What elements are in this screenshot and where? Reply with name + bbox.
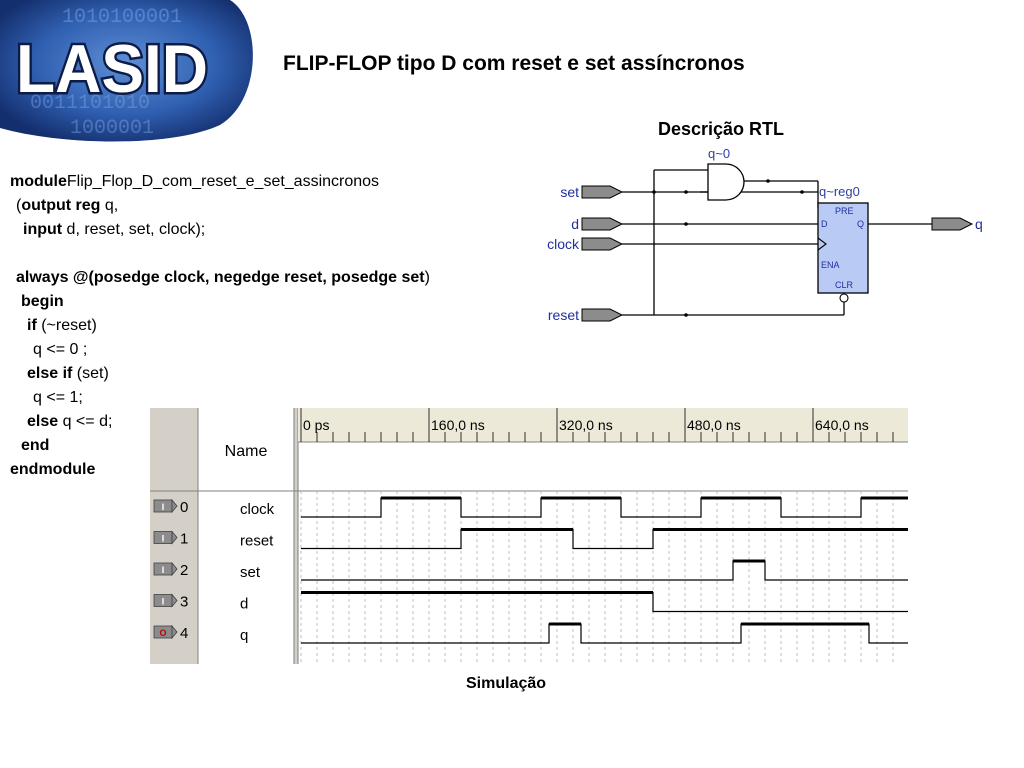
output-pin-q <box>931 217 974 231</box>
input-pin-set <box>581 185 624 199</box>
signal-name: set <box>240 564 261 581</box>
pin-clr: CLR <box>835 280 854 290</box>
input-label-clock: clock <box>547 236 580 252</box>
code-line: input d, reset, set, clock); <box>23 221 206 238</box>
code-line: begin <box>21 293 64 310</box>
svg-text:O: O <box>159 628 166 638</box>
svg-text:I: I <box>162 597 165 607</box>
time-label: 0 ps <box>303 417 329 433</box>
time-label: 480,0 ns <box>687 417 741 433</box>
signal-name: clock <box>240 501 275 518</box>
code-line: moduleFlip_Flop_D_com_reset_e_set_assinc… <box>10 173 380 190</box>
svg-text:I: I <box>162 502 165 512</box>
rtl-schematic: q~0 q~reg0 PRE D Q ENA CLR set d clock r… <box>547 146 983 323</box>
waveform-q <box>301 623 908 644</box>
svg-text:0011101010: 0011101010 <box>30 92 150 115</box>
output-pin-icon: O <box>153 624 178 640</box>
simulation-caption: Simulação <box>466 675 547 692</box>
time-label: 320,0 ns <box>559 417 613 433</box>
signal-row-q: O 4 q <box>153 622 908 644</box>
input-pin-reset <box>581 308 624 322</box>
waveform-reset <box>301 528 908 550</box>
lasid-logo: 1010100001 0011101010 1000001 LASID <box>0 0 262 142</box>
signal-name: d <box>240 596 248 613</box>
name-header: Name <box>225 443 268 460</box>
input-pin-icon: I <box>153 498 178 514</box>
signal-index: 2 <box>180 562 188 579</box>
page-title: FLIP-FLOP tipo D com reset e set assíncr… <box>283 52 745 75</box>
signal-index: 3 <box>180 594 188 611</box>
register-label: q~reg0 <box>819 184 860 199</box>
rtl-caption: Descrição RTL <box>658 119 785 139</box>
signal-row-set: I 2 set <box>153 559 908 581</box>
pin-d: D <box>821 219 828 229</box>
signal-index: 0 <box>180 499 188 516</box>
and-gate <box>707 163 745 201</box>
input-pin-d <box>581 217 624 231</box>
input-label-reset: reset <box>548 307 579 323</box>
input-label-d: d <box>571 216 579 232</box>
pin-pre: PRE <box>835 206 854 216</box>
svg-text:I: I <box>162 565 165 575</box>
signal-row-reset: I 1 reset <box>153 528 908 550</box>
svg-text:1000001: 1000001 <box>70 117 154 140</box>
signal-name: reset <box>240 533 274 550</box>
pin-q: Q <box>857 219 864 229</box>
code-line: else if (set) <box>27 365 109 382</box>
simulation-waveform: Name 0 ps 160,0 ns 320,0 ns 480,0 ns 640,0 n… <box>150 408 908 664</box>
and-gate-label: q~0 <box>708 146 730 161</box>
output-label-q: q <box>975 216 983 232</box>
register-block <box>817 202 869 294</box>
pin-ena: ENA <box>821 260 840 270</box>
code-line: if (~reset) <box>27 317 97 334</box>
code-line: always @(posedge clock, negedge reset, p… <box>16 269 430 286</box>
signal-row-d: I 3 d <box>153 591 908 613</box>
signal-index: 1 <box>180 531 188 548</box>
signal-row-clock: I 0 clock <box>153 496 908 518</box>
signal-name: q <box>240 627 248 644</box>
code-line: q <= 1; <box>33 389 83 406</box>
logo-text: LASID <box>16 31 208 107</box>
input-label-set: set <box>560 184 579 200</box>
code-line: else q <= d; <box>27 413 113 430</box>
code-line: (output reg q, <box>16 197 119 214</box>
code-line: end <box>21 437 50 454</box>
code-line: q <= 0 ; <box>33 341 88 358</box>
time-label: 160,0 ns <box>431 417 485 433</box>
time-label: 640,0 ns <box>815 417 869 433</box>
input-pin-clock <box>581 237 624 251</box>
svg-text:I: I <box>162 534 165 544</box>
input-pin-icon: I <box>153 593 178 608</box>
signal-index: 4 <box>180 625 188 642</box>
svg-text:1010100001: 1010100001 <box>62 6 182 29</box>
code-line: endmodule <box>10 461 96 478</box>
input-pin-icon: I <box>153 530 178 545</box>
input-pin-icon: I <box>153 561 178 577</box>
